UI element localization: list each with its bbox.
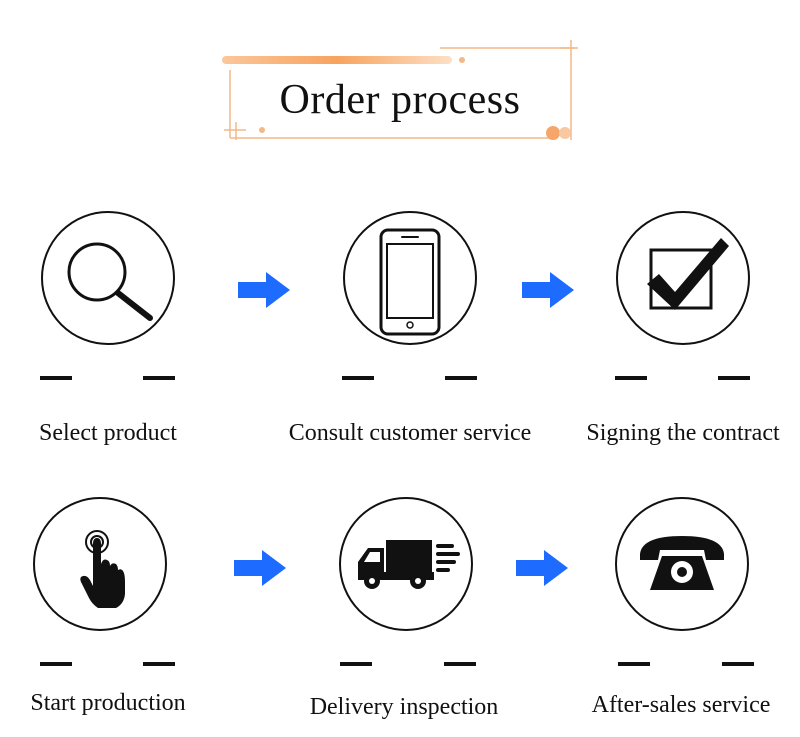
dash-left	[340, 662, 372, 666]
dash-right	[143, 376, 175, 380]
arrow-right-icon	[238, 272, 290, 308]
icon-circle	[339, 497, 473, 631]
magnifier-icon	[67, 242, 153, 321]
step-graphic	[339, 497, 476, 666]
dash-left	[40, 376, 72, 380]
step-graphic	[40, 211, 175, 380]
dash-right	[718, 376, 750, 380]
step-graphic	[615, 211, 750, 380]
dash-right	[445, 376, 477, 380]
dash-left	[342, 376, 374, 380]
step-delivery-inspection: Delivery inspection	[284, 490, 524, 730]
step-signing-contract: Signing the contract	[563, 204, 800, 446]
banner-accent-bar	[222, 56, 452, 64]
checkbox-check-icon	[647, 238, 729, 310]
icon-circle	[343, 211, 477, 345]
telephone-icon	[640, 536, 724, 590]
dash-right	[143, 662, 175, 666]
step-label: Signing the contract	[586, 420, 780, 446]
step-label: Start production	[30, 690, 186, 716]
dash-right	[722, 662, 754, 666]
step-after-sales-service: After-sales service	[558, 490, 798, 730]
icon-circle	[41, 211, 175, 345]
smartphone-icon	[379, 228, 441, 336]
step-label: Select product	[39, 420, 177, 446]
dash-right	[444, 662, 476, 666]
page-title: Order process	[279, 77, 521, 123]
step-graphic	[342, 211, 477, 380]
icon-circle	[616, 211, 750, 345]
step-graphic	[33, 497, 175, 666]
arrow-right-icon	[516, 550, 568, 586]
arrow-right-icon	[522, 272, 574, 308]
arrow-right-icon	[234, 550, 286, 586]
step-label: After-sales service	[591, 692, 771, 718]
icon-circle	[33, 497, 167, 631]
step-select-product: Select product	[0, 204, 228, 446]
dash-left	[618, 662, 650, 666]
step-consult-customer-service: Consult customer service	[289, 204, 531, 446]
delivery-truck-icon	[358, 540, 460, 589]
step-graphic	[615, 497, 754, 666]
step-label: Delivery inspection	[309, 694, 499, 720]
dash-left	[40, 662, 72, 666]
step-start-production: Start production	[0, 490, 228, 730]
finger-tap-icon	[80, 530, 125, 608]
title-banner	[222, 40, 578, 140]
step-label: Consult customer service	[288, 420, 532, 446]
dash-left	[615, 376, 647, 380]
icon-circle	[615, 497, 749, 631]
